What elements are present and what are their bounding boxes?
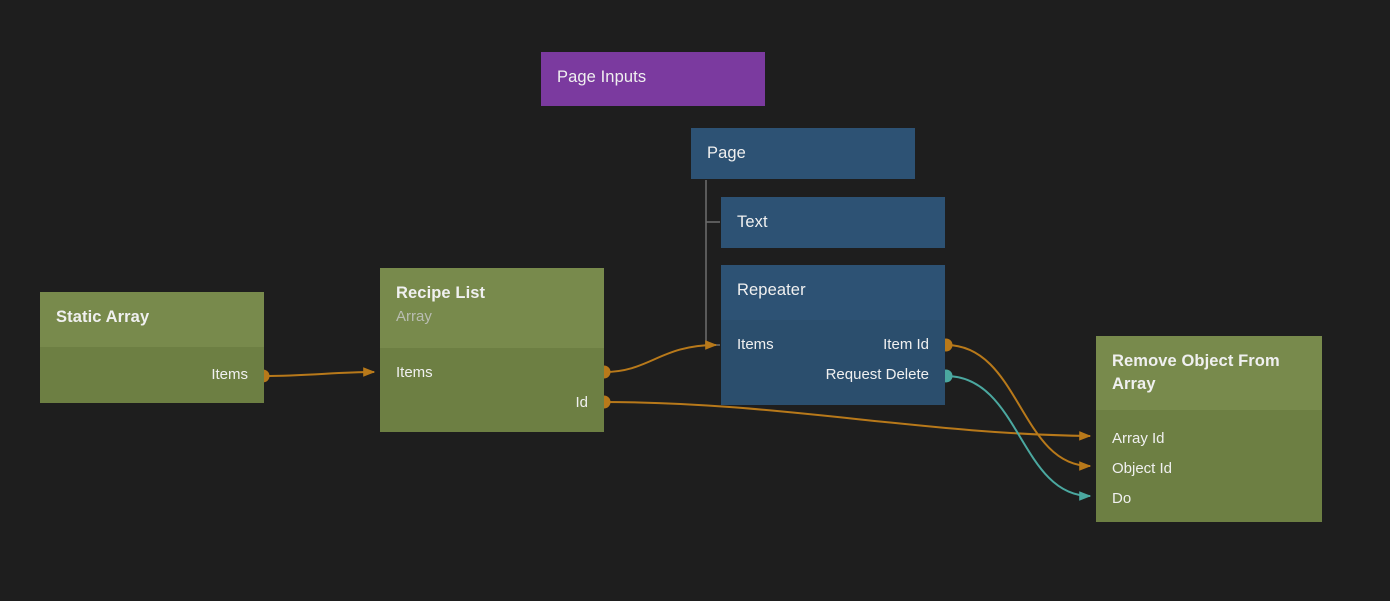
node-remove-object-from-array-title: Remove Object From Array xyxy=(1112,352,1280,393)
node-repeater-title: Repeater xyxy=(737,281,806,299)
port-row-remove-object-id[interactable]: Object Id xyxy=(1096,454,1322,484)
node-remove-object-from-array[interactable]: Remove Object From Array Array Id Object… xyxy=(1096,336,1322,522)
port-label-recipe-list-items: Items xyxy=(396,364,433,381)
edge-recipe-list-items-to-repeater-items xyxy=(597,340,718,379)
node-remove-object-from-array-header[interactable]: Remove Object From Array xyxy=(1096,336,1322,410)
node-recipe-list[interactable]: Recipe List Array Items Id xyxy=(380,268,604,432)
port-label-static-array-items: Items xyxy=(211,366,248,383)
node-page-header[interactable]: Page xyxy=(691,128,915,179)
port-label-remove-object-id: Object Id xyxy=(1112,460,1173,477)
port-label-repeater-request-delete: Request Delete xyxy=(825,366,929,383)
port-row-recipe-list-id[interactable]: Id xyxy=(380,388,604,418)
node-recipe-list-title: Recipe List xyxy=(396,284,486,302)
edge-static-array-items-to-recipe-list-items xyxy=(256,367,376,383)
node-text[interactable]: Text xyxy=(721,197,945,248)
node-repeater-header[interactable]: Repeater xyxy=(721,265,945,320)
port-label-remove-do: Do xyxy=(1112,490,1132,507)
node-page-inputs-title: Page Inputs xyxy=(557,68,647,86)
node-page-inputs-header[interactable]: Page Inputs xyxy=(541,52,765,106)
node-static-array-body: Items xyxy=(40,347,264,403)
page-children-tree-connector xyxy=(705,180,720,346)
port-row-remove-array-id[interactable]: Array Id xyxy=(1096,424,1322,454)
node-page-title: Page xyxy=(707,144,746,162)
port-label-remove-array-id: Array Id xyxy=(1112,430,1165,447)
port-row-recipe-list-items[interactable]: Items xyxy=(380,358,604,388)
port-row-repeater-items[interactable]: Items Item Id xyxy=(721,330,945,360)
edge-repeater-request-delete-to-remove-do xyxy=(939,369,1092,501)
node-repeater-body: Items Item Id Request Delete xyxy=(721,320,945,405)
node-page[interactable]: Page xyxy=(691,128,915,179)
node-recipe-list-subtitle: Array xyxy=(396,308,432,325)
port-row-remove-do[interactable]: Do xyxy=(1096,484,1322,514)
node-static-array[interactable]: Static Array Items xyxy=(40,292,264,403)
port-row-static-array-items[interactable]: Items xyxy=(40,360,264,390)
node-text-title: Text xyxy=(737,213,768,231)
node-text-header[interactable]: Text xyxy=(721,197,945,248)
port-label-repeater-item-id: Item Id xyxy=(883,336,929,353)
node-remove-object-from-array-body: Array Id Object Id Do xyxy=(1096,410,1322,522)
port-row-repeater-request-delete[interactable]: Request Delete xyxy=(721,360,945,390)
port-label-repeater-items: Items xyxy=(737,336,774,353)
node-static-array-header[interactable]: Static Array xyxy=(40,292,264,347)
node-repeater[interactable]: Repeater Items Item Id Request Delete xyxy=(721,265,945,405)
port-label-recipe-list-id: Id xyxy=(575,394,588,411)
node-page-inputs[interactable]: Page Inputs xyxy=(541,52,765,106)
node-recipe-list-header[interactable]: Recipe List Array xyxy=(380,268,604,348)
edge-repeater-item-id-to-remove-object-id xyxy=(939,338,1092,471)
node-static-array-title: Static Array xyxy=(56,308,150,326)
node-recipe-list-body: Items Id xyxy=(380,348,604,432)
